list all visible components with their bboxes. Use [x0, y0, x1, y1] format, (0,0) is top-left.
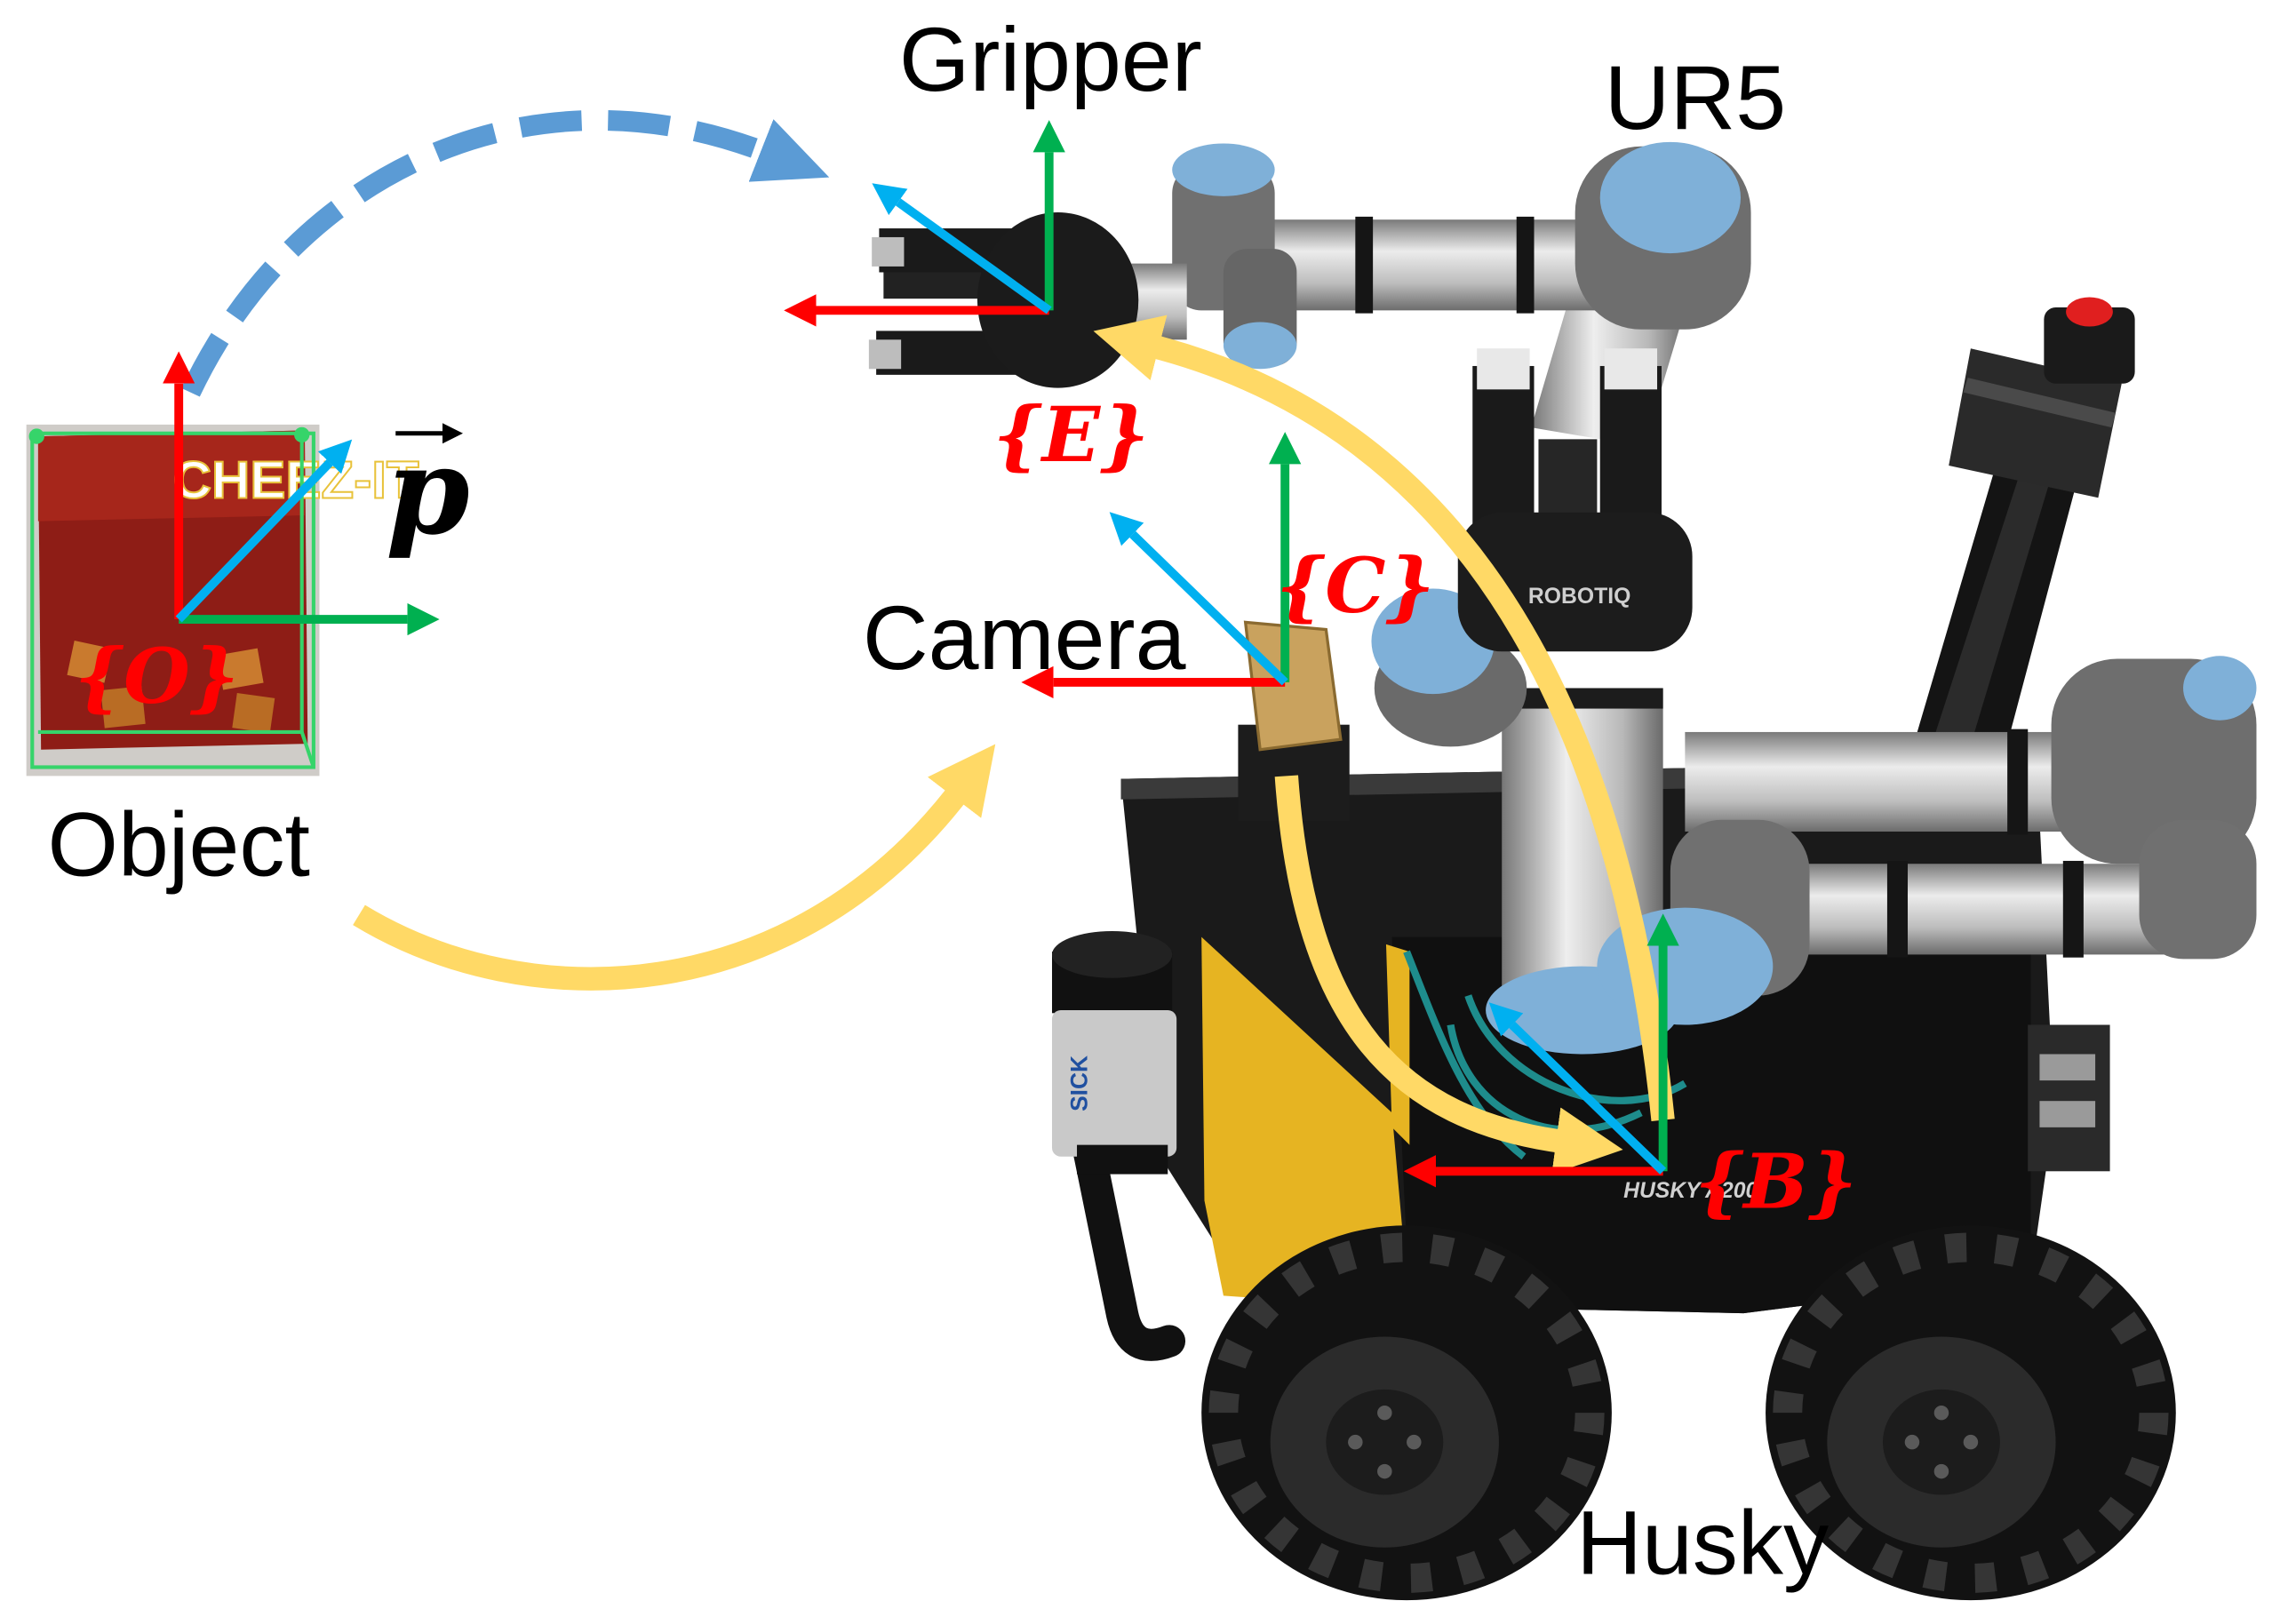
label-gripper: Gripper	[899, 8, 1202, 110]
wrist-1-cap	[1172, 143, 1275, 196]
label-object: Object	[47, 793, 309, 895]
position-vector-label: p	[386, 420, 470, 562]
frame-label-camera: {C}	[1276, 542, 1434, 631]
rear-electronics	[2028, 1024, 2110, 1172]
wheel-hub	[1326, 1389, 1444, 1495]
frame-label-object: {O}	[75, 633, 239, 721]
cable-band	[2007, 729, 2029, 835]
base-model-logo: HUSKY A200	[1623, 1179, 1758, 1203]
vector-symbol: p	[386, 420, 470, 562]
velodyne-stripe	[1963, 378, 2117, 428]
three-finger-gripper	[868, 211, 1139, 388]
lidar-base	[1077, 1144, 1168, 1175]
main-forearm	[1260, 219, 1598, 311]
front-left-wheel	[1201, 1225, 1612, 1601]
yellow-front-strip	[1385, 944, 1410, 1145]
camera-frame-axes	[1021, 432, 1302, 699]
object-photo: CHEEZ-IT	[26, 424, 420, 777]
cable-band	[1355, 216, 1374, 314]
base-to-gripper-arrow	[1093, 315, 1675, 1121]
sick-lidar: SICK	[1051, 931, 1186, 1361]
gripper-blue-axis	[872, 183, 1052, 315]
forearm-cylinder	[1758, 864, 2213, 955]
wheel-hub	[1882, 1389, 2000, 1495]
label-husky: Husky	[1576, 1491, 1829, 1593]
gripper-brand-logo: ROBOTIQ	[1528, 585, 1630, 609]
elbow-cap	[2183, 656, 2257, 721]
object-bounding-box	[28, 426, 315, 769]
main-ur5-arm	[1110, 141, 1751, 370]
husky-robot: ROBOTIQ	[868, 141, 2257, 1601]
gripper-finger-tip	[872, 236, 905, 267]
label-camera: Camera	[863, 586, 1186, 689]
tire-tread	[1208, 1232, 1605, 1593]
rear-connector	[2039, 1101, 2096, 1127]
gripper-2-finger-tip	[1604, 348, 1658, 390]
object-blue-axis	[175, 439, 353, 623]
cracker-images	[67, 641, 275, 734]
main-elbow-cap	[1599, 141, 1742, 254]
object-frame-axes	[163, 351, 440, 636]
lidar-top	[1051, 931, 1173, 978]
base-blue-axis	[1488, 1002, 1667, 1175]
camera-body	[1243, 620, 1343, 752]
frame-label-end-effector: {E}	[993, 391, 1150, 480]
grasp-path-arrow	[180, 109, 830, 397]
e-stop-box	[2044, 307, 2135, 384]
label-ur5: UR5	[1605, 46, 1787, 148]
wrist-2-cap	[1223, 322, 1297, 370]
gripper-body	[977, 211, 1139, 388]
base-frame-axes	[1403, 913, 1679, 1188]
gripper-frame-axes	[784, 120, 1065, 327]
gripper-2-finger-tip	[1477, 348, 1530, 390]
camera-to-base-arrow	[1274, 775, 1623, 1175]
rear-connector	[2039, 1054, 2096, 1081]
frame-label-base: {B}	[1694, 1138, 1857, 1227]
cable-band	[2062, 860, 2084, 958]
folded-ur5-arm	[1486, 656, 2257, 1055]
cable-band	[1886, 860, 1909, 958]
front-right-wheel	[1766, 1225, 2176, 1601]
wrist-joint	[2139, 819, 2257, 960]
object-to-camera-arrow	[353, 744, 996, 991]
lidar-brand-logo: SICK	[1066, 1055, 1093, 1111]
tire-tread	[1773, 1232, 2169, 1593]
cracker-box-top-band	[37, 430, 305, 522]
yellow-side-panel	[1201, 936, 1404, 1306]
camera-blue-axis	[1109, 512, 1288, 686]
e-stop-button	[2066, 297, 2113, 327]
bumper-bar	[1071, 1126, 1186, 1361]
lidar-body	[1051, 1010, 1177, 1157]
gripper-finger-tip	[868, 339, 902, 370]
cable-band	[1516, 216, 1535, 314]
